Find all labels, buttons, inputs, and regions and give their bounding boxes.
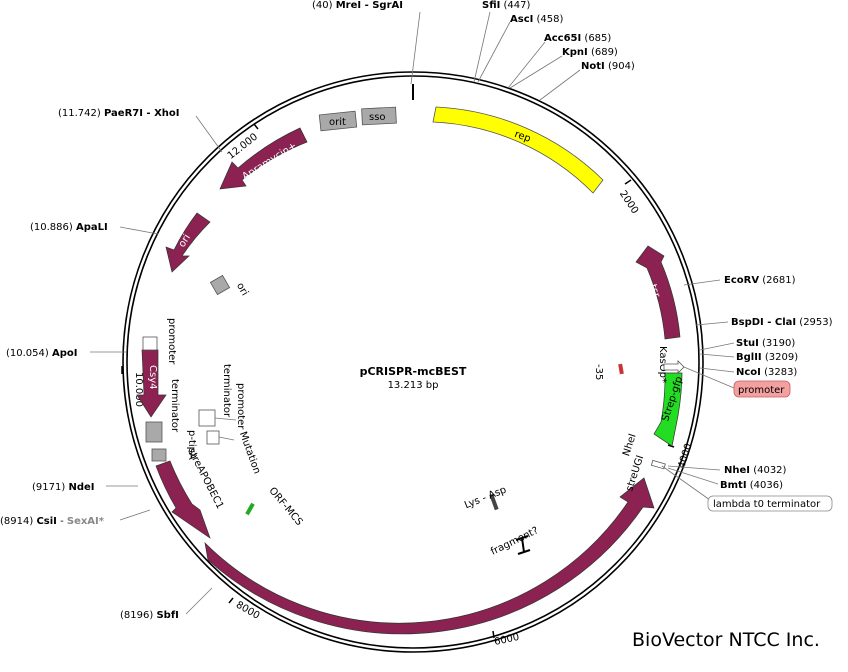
kasop-arrow bbox=[663, 360, 685, 374]
site-ndei: (9171) NdeI bbox=[32, 482, 94, 493]
leader-ecorv bbox=[683, 279, 721, 286]
mutation-leader bbox=[218, 436, 235, 441]
lys-asp-mark bbox=[489, 493, 499, 511]
tick-6000: 6000 bbox=[493, 632, 520, 648]
site-csii: (8914) CsiI - SexAI* bbox=[0, 516, 105, 527]
apramycin-arrow bbox=[219, 127, 308, 190]
leader-kpni bbox=[509, 55, 563, 89]
leader-nhei bbox=[667, 465, 721, 471]
leader-mrei bbox=[410, 11, 421, 85]
lambda-terminator-label: lambda t0 terminator bbox=[713, 499, 821, 510]
ptipa-box bbox=[151, 448, 167, 462]
terminator-box-inner bbox=[206, 430, 220, 445]
site-bglii: BglII (3209) bbox=[736, 352, 798, 363]
lys-asp-label: Lys - Asp bbox=[463, 485, 508, 512]
site-apali: (10.886) ApaLI bbox=[30, 222, 108, 233]
ncas9-arrow bbox=[204, 477, 655, 635]
leader-bmti bbox=[667, 467, 719, 485]
promoter-label-csy4: promoter bbox=[166, 318, 177, 365]
leader-asci bbox=[477, 21, 511, 83]
lambda-terminator-badge bbox=[707, 495, 833, 512]
site-sfii: SfiI (447) bbox=[482, 0, 531, 11]
leader-sfii bbox=[473, 11, 491, 83]
backbone-inner bbox=[126, 75, 700, 649]
tick-8000: 8000 bbox=[234, 600, 262, 622]
site-ecorv: EcoRV (2681) bbox=[724, 275, 796, 286]
leader-xhoi bbox=[195, 115, 223, 153]
rep-label: rep bbox=[513, 129, 532, 145]
brand-watermark: BioVector NTCC Inc. bbox=[632, 629, 820, 651]
orit-box bbox=[318, 110, 358, 132]
plasmid-name: pCRISPR-mcBEST bbox=[360, 365, 467, 378]
site-mrei: (40) MreI - SgrAI bbox=[312, 0, 403, 11]
csy4-arrow bbox=[136, 349, 167, 418]
promoter-box-inner bbox=[198, 409, 216, 427]
ori-box bbox=[209, 274, 231, 296]
fragment-mark bbox=[515, 535, 531, 555]
leader-noti bbox=[539, 69, 581, 101]
site-apoi: (10.054) ApoI bbox=[6, 348, 77, 359]
tsr-arrow bbox=[635, 245, 681, 340]
promoter-badge-label: promoter bbox=[738, 385, 785, 396]
site-acc65i: Acc65I (685) bbox=[544, 33, 611, 44]
strep-gfp-arrow bbox=[653, 372, 683, 447]
leader-stui bbox=[699, 342, 735, 351]
promoter-box-csy4 bbox=[142, 336, 158, 351]
terminator-label-csy4: terminator bbox=[169, 379, 180, 433]
leader-bglii bbox=[699, 353, 735, 358]
fragment-label: fragment? bbox=[489, 525, 540, 557]
leader-apali bbox=[119, 226, 159, 235]
minus35-mark bbox=[618, 363, 624, 375]
promoter-label-inner: promoter bbox=[235, 383, 246, 430]
streugi-box bbox=[650, 459, 666, 470]
site-clai: BspDI - ClaI (2953) bbox=[731, 317, 833, 328]
site-kpni: KpnI (689) bbox=[562, 47, 618, 58]
rep-feature bbox=[432, 106, 604, 194]
ori-box-label: ori bbox=[234, 281, 250, 298]
site-nhei: NheI (4032) bbox=[724, 465, 787, 476]
ncas9-label: nCas9(D10A) bbox=[414, 629, 481, 645]
promoter-badge bbox=[733, 380, 791, 398]
ptipa-label: p-tipA bbox=[186, 430, 197, 460]
plasmid-size: 13.213 bp bbox=[388, 380, 439, 391]
streapobec1-arrow bbox=[155, 460, 211, 539]
kasop-label: KasOp* bbox=[657, 346, 668, 383]
sso-label: sso bbox=[369, 112, 386, 123]
tick-10000: 10.000 bbox=[133, 372, 144, 407]
orf-mcs-label: ORF-MCS bbox=[266, 486, 304, 528]
ori-arrow bbox=[165, 212, 211, 273]
leader-clai bbox=[695, 321, 729, 326]
leader-sbfi bbox=[185, 587, 213, 615]
tsr-label: tsr bbox=[647, 283, 662, 300]
site-sbfi: (8196) SbfI bbox=[120, 610, 179, 621]
tick-2000: 2000 bbox=[617, 189, 640, 216]
leader-csii bbox=[119, 509, 151, 521]
minus35-label: -35 bbox=[593, 364, 604, 380]
csy4-label: Csy4 bbox=[147, 365, 158, 389]
leader-promoter-badge bbox=[683, 366, 735, 389]
mutation-label: Mutation bbox=[237, 430, 262, 475]
site-bmti: BmtI (4036) bbox=[720, 480, 783, 491]
site-ncoi: NcoI (3283) bbox=[736, 367, 797, 378]
site-stui: StuI (3190) bbox=[736, 338, 795, 349]
leader-ncoi bbox=[699, 367, 735, 373]
nhei-inner-label: NheI bbox=[621, 432, 639, 457]
orit-label: orit bbox=[329, 117, 346, 128]
site-noti: NotI (904) bbox=[581, 61, 635, 72]
site-xhoi: (11.742) PaeR7I - XhoI bbox=[58, 108, 180, 119]
scale-ticks bbox=[121, 123, 675, 639]
site-asci: AscI (458) bbox=[510, 14, 564, 25]
terminator-label-inner: terminator bbox=[221, 364, 232, 418]
tick-4000: 4000 bbox=[676, 442, 694, 470]
orf-mcs-mark bbox=[245, 502, 255, 516]
backbone-outer bbox=[122, 71, 704, 653]
leader-lambda bbox=[661, 465, 711, 501]
leader-acc65i bbox=[507, 41, 546, 89]
terminator-box-csy4 bbox=[145, 421, 163, 443]
promoter-leader bbox=[214, 417, 237, 421]
sso-box bbox=[361, 106, 397, 126]
